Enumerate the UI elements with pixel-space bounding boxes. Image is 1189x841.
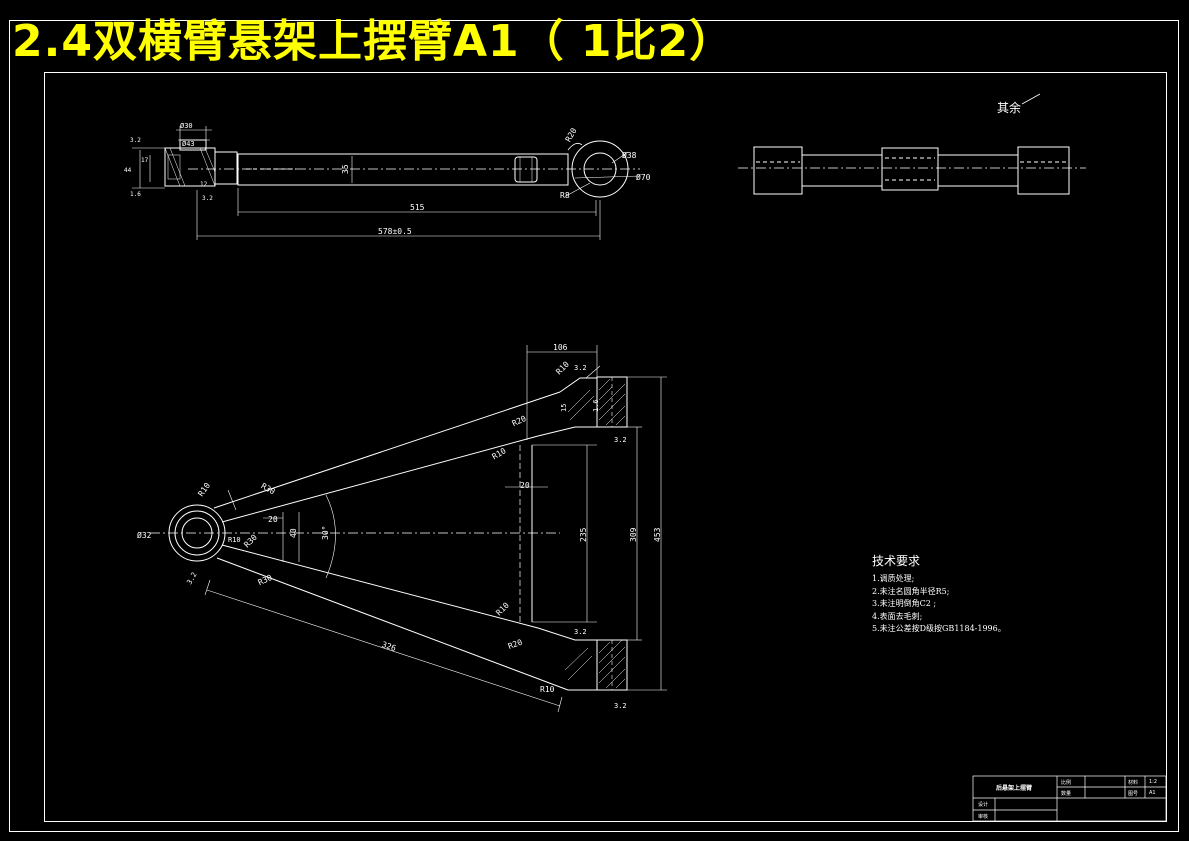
- tb-designer-label: 设计: [978, 802, 989, 808]
- dim-hub-dia: Ø32: [137, 530, 152, 540]
- top-view: [132, 126, 641, 240]
- dim-r20-b: R20: [507, 638, 524, 651]
- tb-drawing-no-label: 图号: [1128, 791, 1139, 797]
- inner-border: [44, 72, 1167, 822]
- dim-w20b: 20: [520, 481, 530, 490]
- tb-checker-label: 审核: [978, 814, 989, 820]
- dim-len326: 326: [381, 640, 398, 653]
- tech-item: 4.表面去毛刺;: [872, 611, 923, 621]
- dim-r5-a: 3.2: [574, 364, 587, 372]
- dim-left-1: Ø30: [180, 122, 193, 130]
- tb-sheet-size: A1: [1149, 790, 1156, 796]
- dim-d40: 40: [289, 528, 298, 538]
- dim-r-small: R8: [560, 191, 570, 200]
- dim-r30-b: R30: [242, 533, 259, 550]
- outer-border: [9, 20, 1179, 832]
- tb-scale-value: 1:2: [1149, 779, 1158, 785]
- dim-chamfer-a: 1.6: [592, 399, 600, 412]
- dim-rough-b: 3.2: [614, 702, 627, 710]
- dim-r20-a: R20: [511, 414, 528, 428]
- dim-r10-c: R10: [196, 481, 212, 498]
- dim-left-4: 17: [141, 157, 149, 164]
- eye-outer: [571, 140, 629, 198]
- dim-left-5: 44: [124, 167, 132, 174]
- dim-rough-a: 3.2: [614, 436, 627, 444]
- dim-h235: 235: [579, 527, 588, 542]
- dim-left-6: 1.6: [130, 191, 141, 198]
- dim-left-7: 3.2: [202, 195, 213, 202]
- technical-requirements: 技术要求 1.调质处理; 2.未注名圆角半径R5; 3.未注明倒角C2 ; 4.…: [872, 552, 1006, 636]
- title-block: [972, 775, 1167, 822]
- shaft-body: [237, 153, 569, 186]
- dim-rough-d: 3.2: [185, 571, 198, 586]
- eye-inner: [583, 152, 617, 186]
- dim-overall: 578±0.5: [378, 227, 412, 236]
- dim-rough-c: 3.2: [574, 628, 587, 636]
- tech-item: 1.调质处理;: [872, 574, 915, 583]
- tech-item: 5.未注公差按D级按GB1184-1996。: [872, 624, 1006, 633]
- tech-item: 2.未注名圆角半径R5;: [872, 586, 950, 596]
- tech-heading: 技术要求: [872, 554, 921, 568]
- side-view: [738, 93, 1086, 195]
- tech-item: 3.未注明倒角C2 ;: [872, 599, 937, 608]
- dim-left-3: 3.2: [130, 137, 141, 144]
- tb-scale-label: 比例: [1061, 780, 1072, 786]
- dim-h453: 453: [653, 527, 662, 542]
- dim-left-8: 12: [200, 181, 208, 188]
- tb-qty-label: 数量: [1061, 791, 1072, 797]
- dim-hole-dia: Ø38: [622, 150, 637, 160]
- dim-r10-a: R10: [554, 360, 571, 377]
- dim-r10-f: R10: [540, 685, 555, 694]
- dim-w20: 20: [268, 515, 278, 524]
- dim-top-width: 106: [553, 343, 568, 352]
- drawing-title: 2.4双横臂悬架上摆臂A1（ 1比2）: [12, 16, 735, 67]
- part-name: 后悬架上摆臂: [996, 785, 1033, 792]
- tb-material-label: 材料: [1128, 780, 1139, 786]
- dim-r30-a: R30: [260, 481, 277, 496]
- roughness-note: 其余: [997, 101, 1022, 115]
- dim-left-2: Ø43: [182, 140, 195, 148]
- dim-length: 515: [410, 203, 425, 212]
- dim-shaft-dia: 35: [341, 164, 350, 174]
- dim-angle: 30°: [321, 526, 330, 540]
- dim-r-end: R20: [564, 126, 579, 143]
- dim-r10-e: R10: [494, 601, 511, 618]
- main-view: [150, 345, 667, 713]
- dim-h309: 309: [629, 527, 638, 542]
- dim-r30-c: R30: [257, 573, 274, 587]
- dim-d15: 15: [560, 404, 568, 412]
- dim-outer-dia: Ø70: [636, 172, 651, 182]
- dim-r10-d: R10: [228, 536, 241, 544]
